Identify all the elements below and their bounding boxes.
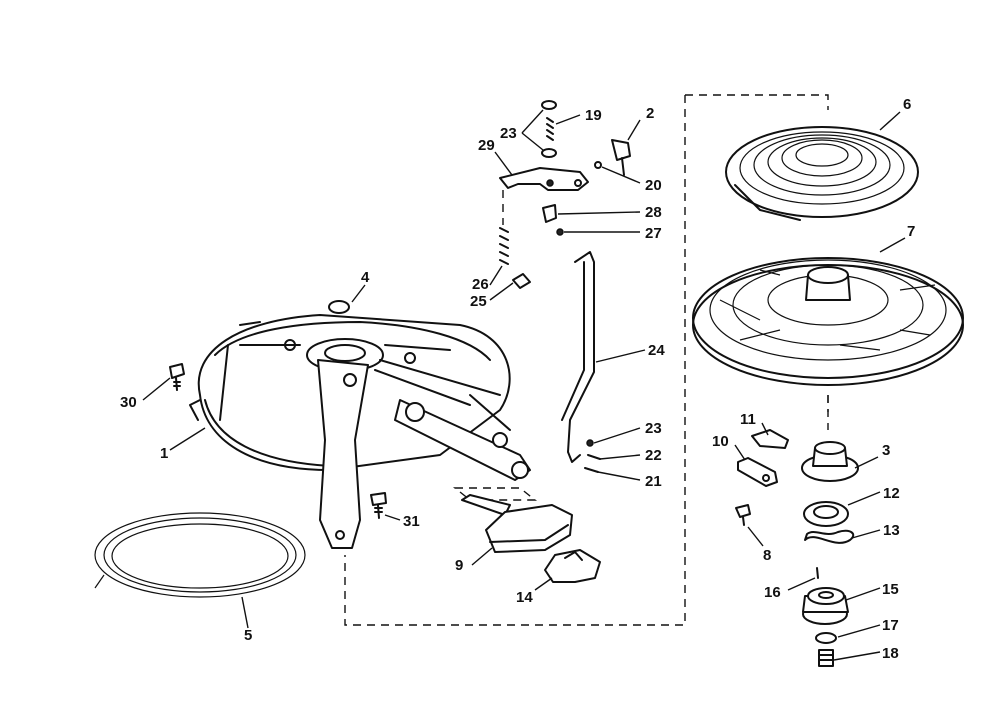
- callout-27: 27: [645, 225, 662, 242]
- callout-28: 28: [645, 204, 662, 221]
- callout-7: 7: [907, 223, 915, 240]
- screw-30: [169, 363, 185, 391]
- callout-17: 17: [882, 617, 899, 634]
- callout-14: 14: [516, 589, 533, 606]
- drive-hub-parts: [802, 567, 849, 667]
- callout-labels: 1 2 3 4 5 6 7 8 9 10 11 12 13 14 15 16 1…: [120, 96, 915, 662]
- starter-rope: [94, 512, 306, 598]
- rewind-pulley: [692, 257, 964, 386]
- callout-19: 19: [585, 107, 602, 124]
- callout-29: 29: [478, 137, 495, 154]
- callout-9: 9: [455, 557, 463, 574]
- callout-8: 8: [763, 547, 771, 564]
- callout-6: 6: [903, 96, 911, 113]
- callout-3: 3: [882, 442, 890, 459]
- callout-12: 12: [883, 485, 900, 502]
- nut-4: [328, 300, 350, 314]
- callout-13: 13: [883, 522, 900, 539]
- callout-26: 26: [472, 276, 489, 293]
- callout-4: 4: [361, 269, 370, 286]
- screw-8: [735, 504, 751, 526]
- callout-21: 21: [645, 473, 662, 490]
- callout-23-lower: 23: [645, 420, 662, 437]
- lever-pin-parts: [584, 439, 601, 473]
- callout-10: 10: [712, 433, 729, 450]
- callout-30: 30: [120, 394, 137, 411]
- starter-housing: [189, 314, 531, 549]
- pawl-parts-10-11: [737, 429, 789, 487]
- lever-rod: [561, 251, 595, 463]
- callout-5: 5: [244, 627, 252, 644]
- brake-parts: [801, 441, 859, 544]
- callout-23-upper: 23: [500, 125, 517, 142]
- callout-31: 31: [403, 513, 420, 530]
- callout-1: 1: [160, 445, 168, 462]
- callout-15: 15: [882, 581, 899, 598]
- leader-lines: [142, 109, 906, 661]
- callout-18: 18: [882, 645, 899, 662]
- callout-11: 11: [740, 411, 756, 428]
- rewind-spring: [725, 126, 919, 221]
- callout-25: 25: [470, 293, 487, 310]
- callout-20: 20: [645, 177, 662, 194]
- callout-2: 2: [646, 105, 654, 122]
- callout-22: 22: [645, 447, 662, 464]
- pawl-spring-parts: [499, 100, 631, 289]
- callout-24: 24: [648, 342, 665, 359]
- callout-16: 16: [764, 584, 781, 601]
- screw-31: [370, 492, 387, 519]
- starter-handle: [453, 487, 601, 583]
